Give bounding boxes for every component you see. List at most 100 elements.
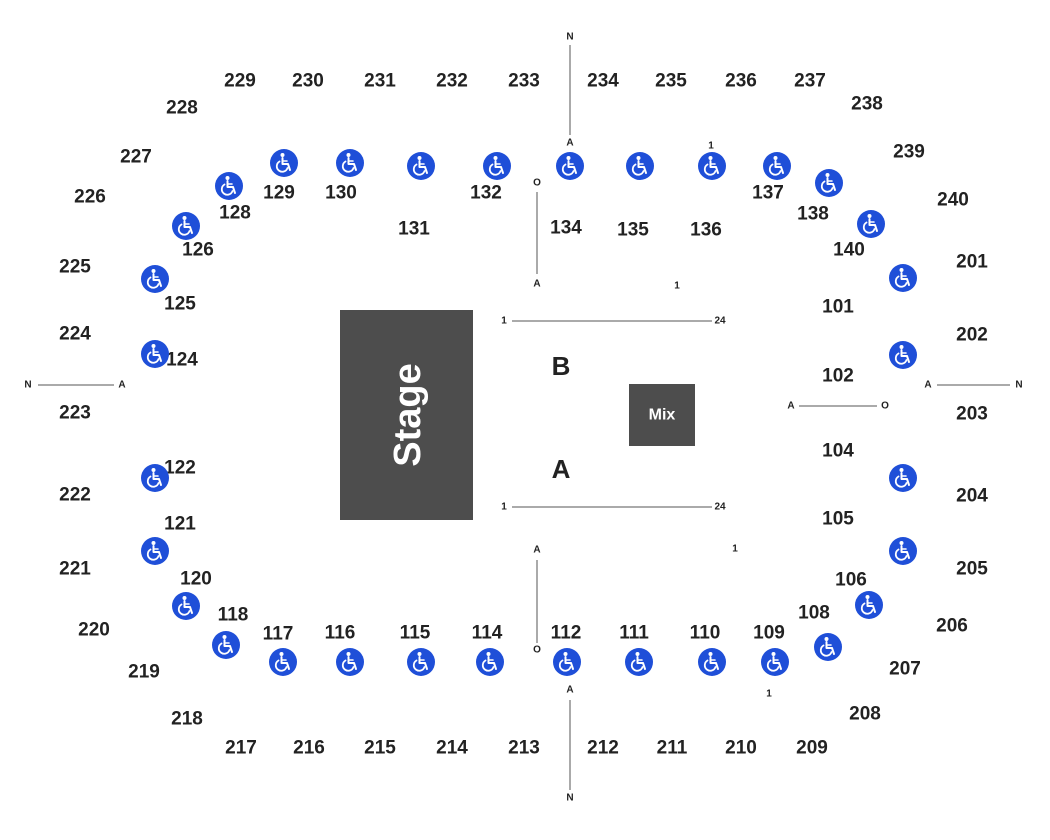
section-204[interactable]: 204 <box>956 486 988 507</box>
section-203[interactable]: 203 <box>956 404 988 425</box>
section-235[interactable]: 235 <box>655 71 687 92</box>
section-219[interactable]: 219 <box>128 662 160 683</box>
section-225[interactable]: 225 <box>59 257 91 278</box>
section-207[interactable]: 207 <box>889 659 921 680</box>
section-222[interactable]: 222 <box>59 485 91 506</box>
section-214[interactable]: 214 <box>436 738 468 759</box>
section-124[interactable]: 124 <box>166 350 198 371</box>
wheelchair-icon <box>814 633 842 661</box>
section-135[interactable]: 135 <box>617 220 649 241</box>
section-230[interactable]: 230 <box>292 71 324 92</box>
upper-sections: 229 230 231 232 233 234 235 236 237 238 239 240 201 2… <box>59 71 988 759</box>
section-121[interactable]: 121 <box>164 514 196 535</box>
section-224[interactable]: 224 <box>59 324 91 345</box>
section-136[interactable]: 136 <box>690 220 722 241</box>
section-233[interactable]: 233 <box>508 71 540 92</box>
section-130[interactable]: 130 <box>325 183 357 204</box>
section-227[interactable]: 227 <box>120 147 152 168</box>
section-211[interactable]: 211 <box>657 738 688 759</box>
section-122[interactable]: 122 <box>164 458 196 479</box>
section-105[interactable]: 105 <box>822 509 854 530</box>
stage-label: Stage <box>387 363 429 466</box>
accessible-icons <box>141 149 917 676</box>
section-114[interactable]: 114 <box>472 623 503 644</box>
section-137[interactable]: 137 <box>752 183 784 204</box>
section-217[interactable]: 217 <box>225 738 257 759</box>
section-106[interactable]: 106 <box>835 570 867 591</box>
section-101[interactable]: 101 <box>822 297 854 318</box>
wheelchair-icon <box>215 172 243 200</box>
section-111[interactable]: 111 <box>619 623 649 644</box>
section-116[interactable]: 116 <box>325 623 356 644</box>
wheelchair-icon <box>483 152 511 180</box>
section-240[interactable]: 240 <box>937 190 969 211</box>
section-108[interactable]: 108 <box>798 603 830 624</box>
section-220[interactable]: 220 <box>78 620 110 641</box>
marker-a-east: A <box>924 380 931 391</box>
section-231[interactable]: 231 <box>364 71 396 92</box>
section-140[interactable]: 140 <box>833 240 865 261</box>
section-215[interactable]: 215 <box>364 738 396 759</box>
wheelchair-icon <box>761 648 789 676</box>
section-237[interactable]: 237 <box>794 71 826 92</box>
section-202[interactable]: 202 <box>956 325 988 346</box>
section-208[interactable]: 208 <box>849 704 881 725</box>
section-120[interactable]: 120 <box>180 569 212 590</box>
marker-one-floor-top: 1 <box>674 281 680 292</box>
section-223[interactable]: 223 <box>59 403 91 424</box>
section-126[interactable]: 126 <box>182 240 214 261</box>
section-238[interactable]: 238 <box>851 94 883 115</box>
wheelchair-icon <box>141 537 169 565</box>
marker-a-top: A <box>566 138 573 149</box>
section-228[interactable]: 228 <box>166 98 198 119</box>
section-138[interactable]: 138 <box>797 204 829 225</box>
section-236[interactable]: 236 <box>725 71 757 92</box>
section-213[interactable]: 213 <box>508 738 540 759</box>
section-210[interactable]: 210 <box>725 738 757 759</box>
section-128[interactable]: 128 <box>219 203 251 224</box>
wheelchair-icon <box>626 152 654 180</box>
wheelchair-icon <box>172 212 200 240</box>
wheelchair-icon <box>698 648 726 676</box>
section-209[interactable]: 209 <box>796 738 828 759</box>
section-118[interactable]: 118 <box>218 605 249 626</box>
floor-section-b: B <box>552 351 571 381</box>
section-239[interactable]: 239 <box>893 142 925 163</box>
section-117[interactable]: 117 <box>263 624 294 645</box>
section-226[interactable]: 226 <box>74 187 106 208</box>
section-212[interactable]: 212 <box>587 738 619 759</box>
section-109[interactable]: 109 <box>753 623 785 644</box>
section-216[interactable]: 216 <box>293 738 325 759</box>
section-234[interactable]: 234 <box>587 71 619 92</box>
section-110[interactable]: 110 <box>690 623 721 644</box>
wheelchair-icon <box>889 341 917 369</box>
floor-section-a: A <box>552 454 571 484</box>
section-134[interactable]: 134 <box>550 218 582 239</box>
marker-o-inner-east: O <box>881 401 889 412</box>
marker-n-west: N <box>24 380 31 391</box>
wheelchair-icon <box>476 648 504 676</box>
section-115[interactable]: 115 <box>400 623 431 644</box>
section-221[interactable]: 221 <box>59 559 91 580</box>
section-125[interactable]: 125 <box>164 294 196 315</box>
row-a-seat-24: 24 <box>714 502 726 513</box>
section-205[interactable]: 205 <box>956 559 988 580</box>
section-102[interactable]: 102 <box>822 366 854 387</box>
section-131[interactable]: 131 <box>398 219 430 240</box>
section-104[interactable]: 104 <box>822 441 854 462</box>
wheelchair-icon <box>556 152 584 180</box>
section-206[interactable]: 206 <box>936 616 968 637</box>
section-201[interactable]: 201 <box>956 252 988 273</box>
mix-block <box>629 384 695 446</box>
wheelchair-icon <box>889 537 917 565</box>
section-218[interactable]: 218 <box>171 709 203 730</box>
section-112[interactable]: 112 <box>551 623 582 644</box>
section-132[interactable]: 132 <box>470 183 502 204</box>
section-129[interactable]: 129 <box>263 183 295 204</box>
section-232[interactable]: 232 <box>436 71 468 92</box>
section-229[interactable]: 229 <box>224 71 256 92</box>
wheelchair-icon <box>336 648 364 676</box>
